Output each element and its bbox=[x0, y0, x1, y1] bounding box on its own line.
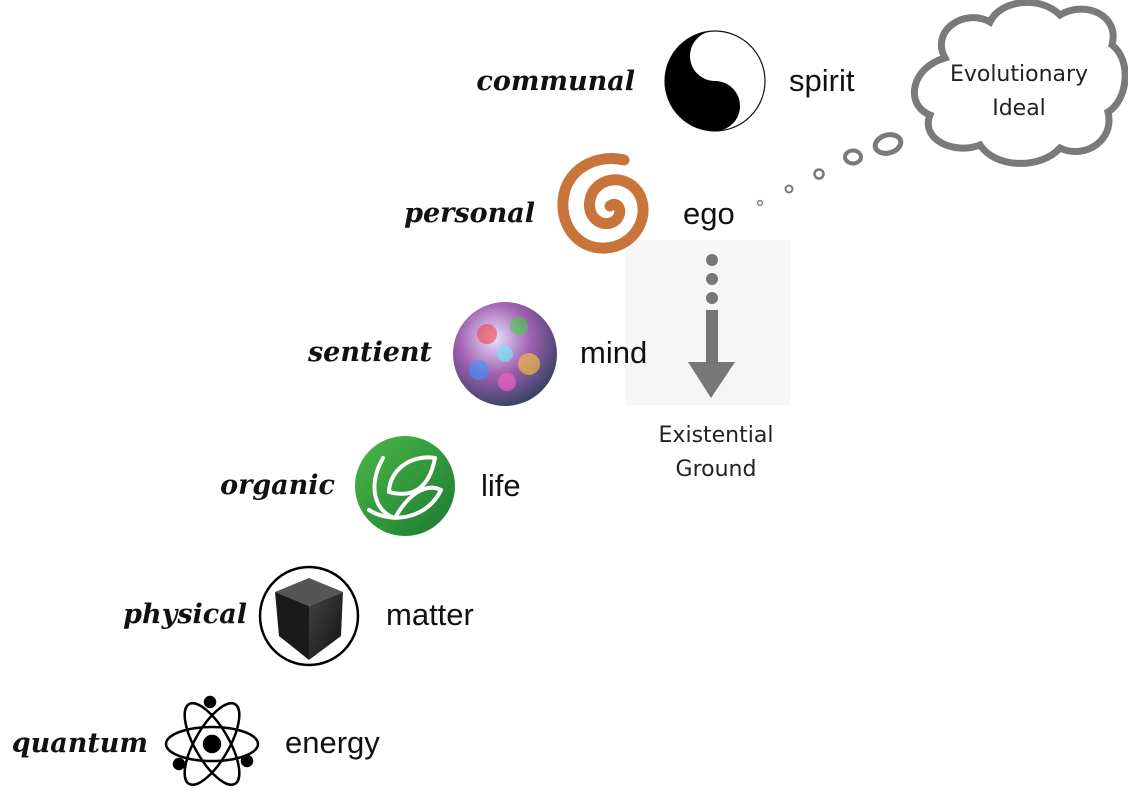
level-label-physical: physical bbox=[123, 599, 247, 630]
level-label-sentient: sentient bbox=[307, 337, 433, 368]
ground-text-line2: Ground bbox=[676, 457, 757, 482]
word-spirit: spirit bbox=[789, 63, 855, 98]
atom-icon bbox=[164, 695, 260, 786]
thought-cloud: Evolutionary Ideal bbox=[911, 0, 1128, 167]
level-label-communal: communal bbox=[476, 66, 635, 97]
yin-yang-icon bbox=[664, 30, 766, 132]
word-energy: energy bbox=[285, 725, 380, 760]
level-label-personal: personal bbox=[404, 198, 535, 229]
word-ego: ego bbox=[683, 196, 735, 231]
cloud-text-line1: Evolutionary bbox=[950, 62, 1088, 87]
mosaic-sphere-icon bbox=[453, 302, 557, 406]
thought-bubbles bbox=[756, 132, 904, 207]
word-matter: matter bbox=[386, 597, 474, 632]
leaf-circle-icon bbox=[355, 436, 455, 536]
word-mind: mind bbox=[580, 335, 647, 370]
spiral-icon bbox=[557, 153, 649, 254]
ground-text-line1: Existential bbox=[659, 423, 774, 448]
down-arrow-icon bbox=[688, 254, 735, 398]
word-life: life bbox=[481, 468, 521, 503]
cloud-text-line2: Ideal bbox=[992, 96, 1046, 121]
level-label-organic: organic bbox=[220, 470, 335, 501]
level-label-quantum: quantum bbox=[12, 728, 148, 759]
cube-icon bbox=[258, 565, 360, 667]
